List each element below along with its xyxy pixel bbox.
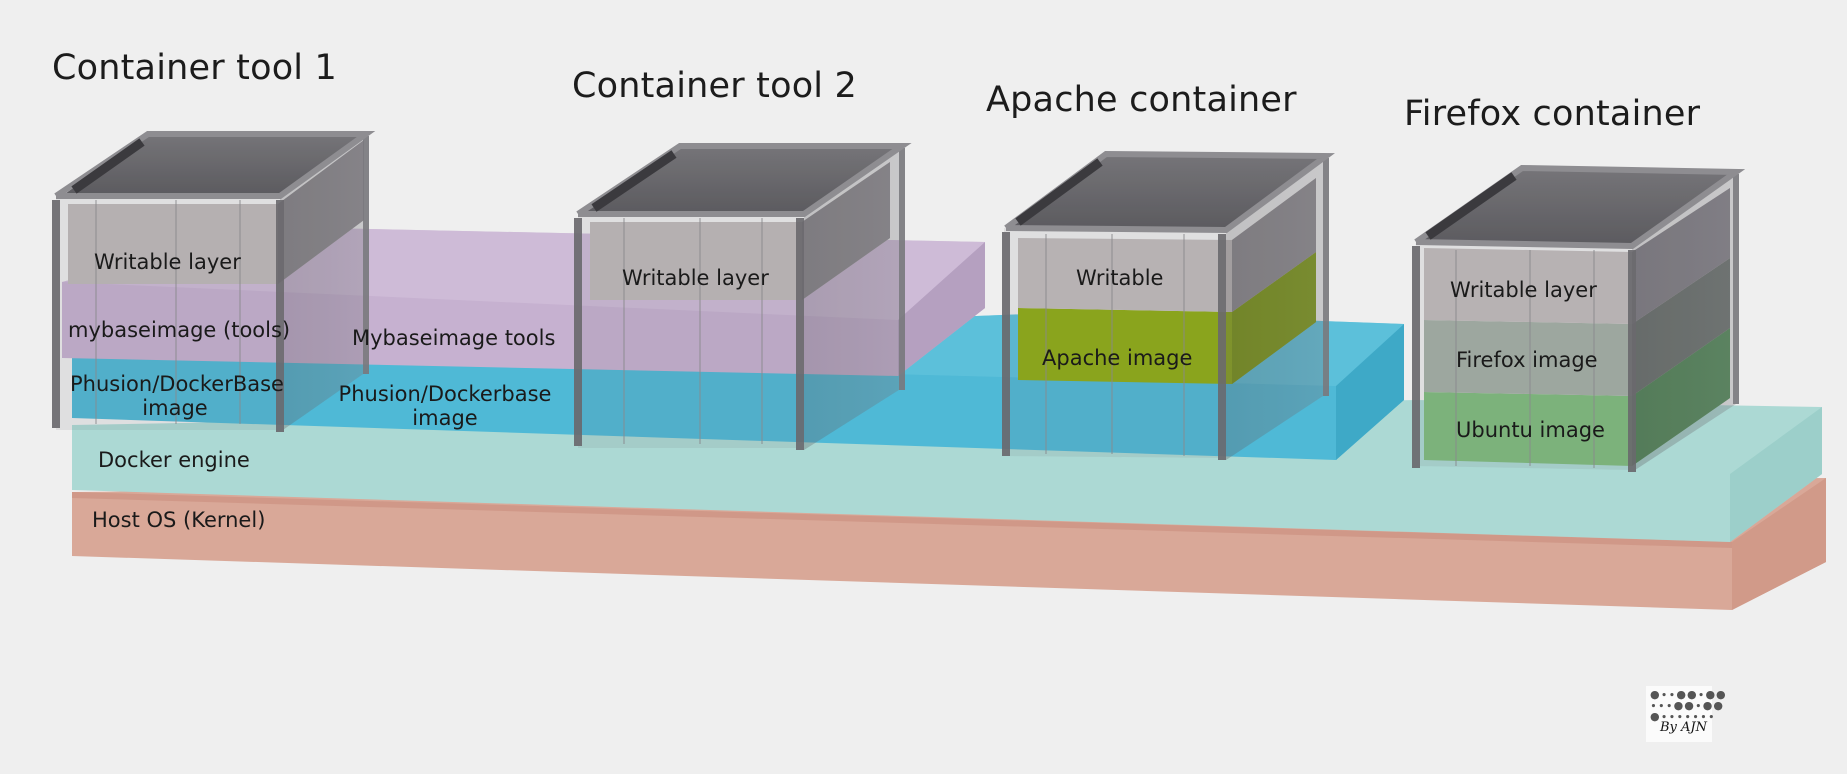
docker-engine-slab <box>72 400 1822 542</box>
label-phusion-large: Phusion/Dockerbase image <box>338 382 552 430</box>
label-phusion-small: Phusion/DockerBase image <box>70 372 284 420</box>
label-ubuntu-image: Ubuntu image <box>1456 418 1605 442</box>
label-mybaseimage-tools-small: mybaseimage (tools) <box>68 318 291 342</box>
label-writable-layer-firefox: Writable layer <box>1450 278 1597 302</box>
label-apache-image: Apache image <box>1042 346 1193 370</box>
container-frame-tool2 <box>574 143 912 450</box>
author-logo: ●∙∙●●∙●●∙∙∙●●∙●●●∙∙∙∙∙∙∙ By AJN <box>1646 686 1726 742</box>
title-apache-container: Apache container <box>986 80 1297 120</box>
title-firefox-container: Firefox container <box>1404 94 1701 134</box>
label-mybaseimage-tools-large: Mybaseimage tools <box>352 326 556 350</box>
label-host-os: Host OS (Kernel) <box>92 508 266 532</box>
label-writable-layer-1: Writable layer <box>94 250 241 274</box>
container-frame-tool1 <box>52 131 376 432</box>
dots-icon: ●∙∙●●∙●●∙∙∙●●∙●●●∙∙∙∙∙∙∙ <box>1650 688 1727 723</box>
label-writable-layer-2: Writable layer <box>622 266 769 290</box>
title-container-tool-2: Container tool 2 <box>572 66 858 106</box>
credit-text: By AJN <box>1660 720 1708 735</box>
title-container-tool-1: Container tool 1 <box>52 48 338 88</box>
label-writable-apache: Writable <box>1076 266 1164 290</box>
container-frame-firefox <box>1412 164 1746 472</box>
label-firefox-image: Firefox image <box>1456 348 1598 372</box>
container-frame-apache <box>1002 150 1335 460</box>
label-docker-engine: Docker engine <box>98 448 250 472</box>
